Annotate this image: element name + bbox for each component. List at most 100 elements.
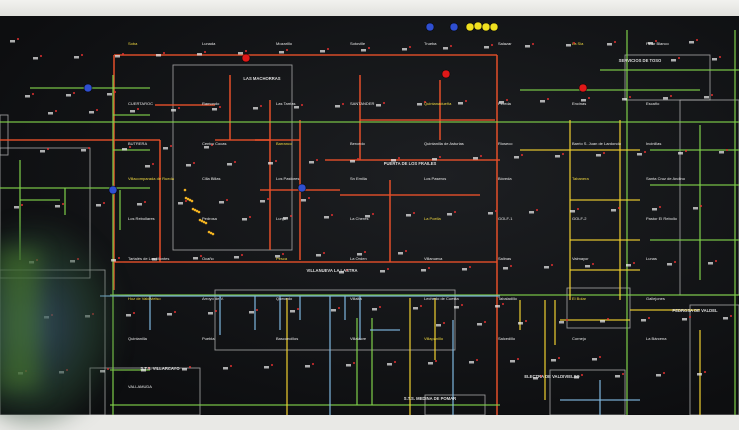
switch-indicator (133, 312, 135, 314)
substation-label: Valmayor (572, 256, 589, 261)
breaker-marker (417, 103, 422, 106)
breaker-marker (33, 57, 38, 60)
breaker-marker (656, 374, 661, 377)
thumbtack-pin (297, 183, 307, 193)
switch-indicator (655, 40, 657, 42)
switch-indicator (163, 52, 165, 54)
substation-label: Santa Cruz de Andino (646, 176, 686, 181)
breaker-marker (301, 199, 306, 202)
breaker-marker (596, 154, 601, 157)
breaker-marker (320, 50, 325, 53)
switch-indicator (88, 147, 90, 149)
node-marker (207, 230, 211, 234)
breaker-marker (182, 368, 187, 371)
breaker-marker (454, 306, 459, 309)
breaker-marker (137, 203, 142, 206)
substation-label: Arroyo de V. (202, 296, 224, 301)
breaker-marker (130, 110, 135, 113)
breaker-marker (81, 149, 86, 152)
substation-label: Pedrosa (202, 216, 218, 221)
zone-frame (549, 369, 626, 415)
substation-label: Mozarillo (276, 41, 293, 46)
substation-label: La Cheres (350, 216, 368, 221)
switch-indicator (185, 200, 187, 202)
switch-indicator (271, 364, 273, 366)
breaker-marker (413, 307, 418, 310)
substation-label: Tabaladillo (498, 296, 518, 301)
thumbtack-pin (489, 22, 499, 32)
breaker-marker (249, 311, 254, 314)
breaker-marker (372, 308, 377, 311)
breaker-marker (712, 58, 717, 61)
breaker-marker (227, 163, 232, 166)
switch-indicator (137, 108, 139, 110)
switch-indicator (517, 358, 519, 360)
breaker-marker (697, 373, 702, 376)
substation-label: Ocaño (202, 256, 215, 261)
substation-label: GOLF-1 (498, 216, 513, 221)
breaker-marker (689, 41, 694, 44)
switch-indicator (674, 261, 676, 263)
switch-indicator (256, 309, 258, 311)
switch-indicator (409, 46, 411, 48)
breaker-marker (111, 259, 116, 262)
zone-frame (689, 304, 739, 415)
breaker-marker (540, 100, 545, 103)
substation-label: Salcedillo (498, 336, 516, 341)
breaker-marker (477, 323, 482, 326)
switch-indicator (663, 372, 665, 374)
switch-indicator (129, 146, 131, 148)
node-marker (211, 232, 215, 236)
switch-indicator (420, 305, 422, 307)
breaker-marker (275, 255, 280, 258)
switch-indicator (32, 93, 34, 95)
zone-frame (172, 64, 293, 251)
breaker-marker (186, 164, 191, 167)
breaker-marker (708, 262, 713, 265)
substation-label: Barranco (276, 141, 293, 146)
switch-indicator (219, 106, 221, 108)
breaker-marker (350, 160, 355, 163)
switch-indicator (21, 204, 23, 206)
breaker-marker (525, 45, 530, 48)
breaker-marker (626, 264, 631, 267)
substation-label: Incinillas (646, 141, 661, 146)
substation-label: Puebla (202, 336, 215, 341)
switch-indicator (178, 107, 180, 109)
switch-indicator (241, 254, 243, 256)
switch-indicator (200, 255, 202, 257)
breaker-marker (488, 212, 493, 215)
thumbtack-pin (465, 22, 475, 32)
switch-indicator (346, 269, 348, 271)
switch-indicator (55, 110, 57, 112)
node-marker (198, 218, 202, 222)
switch-indicator (502, 303, 504, 305)
breaker-marker (238, 52, 243, 55)
breaker-marker (309, 161, 314, 164)
breaker-marker (671, 59, 676, 62)
switch-indicator (312, 363, 314, 365)
substation-label: La Sia (572, 41, 584, 46)
switch-indicator (525, 320, 527, 322)
switch-indicator (592, 263, 594, 265)
breaker-marker (212, 108, 217, 111)
switch-indicator (465, 100, 467, 102)
breaker-marker (555, 155, 560, 158)
substation-label: Lunada (202, 41, 216, 46)
node-marker (209, 231, 213, 235)
breaker-marker (406, 214, 411, 217)
substation-label: Pereda (498, 101, 512, 106)
breaker-marker (663, 97, 668, 100)
substation-label: GOLF-2 (572, 216, 587, 221)
breaker-marker (204, 146, 209, 149)
switch-indicator (379, 306, 381, 308)
breaker-marker (66, 94, 71, 97)
breaker-marker (316, 254, 321, 257)
breaker-marker (331, 309, 336, 312)
breaker-marker (126, 314, 131, 317)
switch-indicator (368, 47, 370, 49)
switch-indicator (629, 96, 631, 98)
switch-indicator (540, 375, 542, 377)
zone-title: S.T.S. MEDINA DE POMAR (404, 396, 456, 401)
switch-indicator (599, 356, 601, 358)
